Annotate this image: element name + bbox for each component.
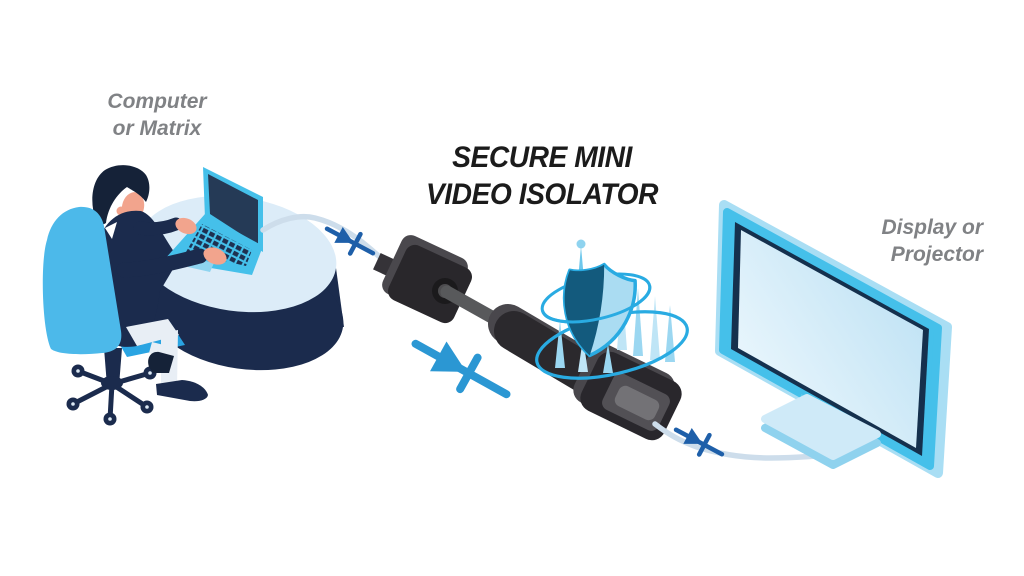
shoe xyxy=(156,380,208,402)
person xyxy=(92,165,208,402)
monitor-icon xyxy=(715,200,952,478)
hdmi-port xyxy=(614,385,660,421)
hair xyxy=(92,165,150,225)
source-label: Computer or Matrix xyxy=(107,90,207,140)
chair-back xyxy=(42,206,122,355)
sink-label: Display or Projector xyxy=(881,216,983,266)
person-at-desk-icon xyxy=(42,165,344,426)
cable-source-to-isolator xyxy=(260,213,390,267)
diagram-title: SECURE MINI VIDEO ISOLATOR xyxy=(425,141,659,211)
monitor-screen xyxy=(738,230,923,448)
connector-plug xyxy=(387,244,473,324)
torso xyxy=(98,210,179,347)
arms xyxy=(116,217,227,278)
hand xyxy=(203,247,227,265)
hand xyxy=(175,217,197,235)
isolator-device-icon xyxy=(373,235,682,441)
monitor-stand-base xyxy=(761,394,881,460)
laptop-screen xyxy=(208,174,258,245)
diode-icon-large xyxy=(411,339,511,399)
orbit-ring-front-arc xyxy=(540,285,652,324)
diode-icon xyxy=(324,226,376,256)
shield-icon xyxy=(562,262,637,358)
collar xyxy=(105,222,117,239)
diode-icon xyxy=(673,427,725,457)
protection-field xyxy=(535,239,689,380)
